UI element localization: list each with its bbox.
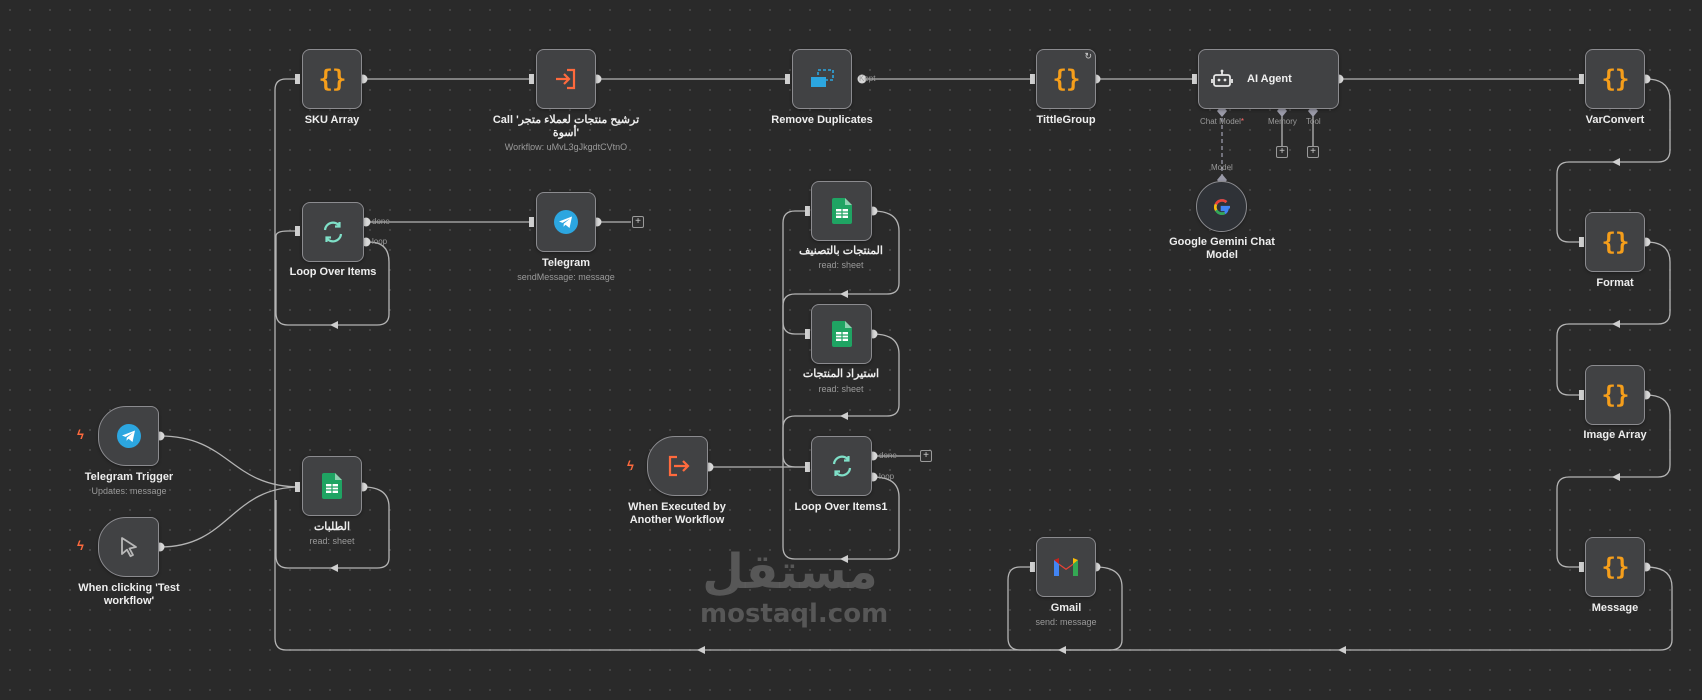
model-port-label: Model (1211, 163, 1233, 172)
execute-workflow-trigger-label: When Executed by Another Workflow (628, 501, 726, 526)
tittle-group-label: TittleGroup (1036, 114, 1096, 126)
loop-port-label: loop (372, 237, 388, 246)
trigger-bolt-icon: ϟ (627, 458, 634, 473)
sheet-products-node[interactable] (811, 304, 872, 364)
tool-port-label: Tool (1306, 117, 1321, 126)
loop-icon (323, 221, 343, 243)
telegram-icon (116, 424, 141, 448)
telegram-icon (554, 210, 578, 234)
done-port-label: done (879, 451, 897, 460)
message-label: Message (1591, 602, 1639, 614)
trigger-bolt-icon: ϟ (77, 427, 84, 442)
refresh-badge-icon: ↻ (1084, 51, 1092, 61)
loop-over-items1-label: Loop Over Items1 (794, 501, 888, 513)
exit-arrow-icon (668, 455, 690, 477)
code-braces-icon: {} (318, 65, 347, 93)
add-memory-button[interactable]: + (1276, 146, 1288, 158)
gemini-chat-model-node[interactable] (1196, 181, 1247, 232)
execute-workflow-trigger-node[interactable] (647, 436, 708, 496)
gmail-subtitle: send: message (1035, 617, 1097, 627)
telegram-node[interactable] (536, 192, 596, 252)
google-sheets-icon (831, 198, 852, 224)
loop1-add-button[interactable]: + (920, 450, 932, 462)
image-array-node[interactable]: {} (1585, 365, 1645, 425)
trigger-bolt-icon: ϟ (77, 538, 84, 553)
robot-icon (1211, 69, 1233, 87)
google-sheets-icon (831, 321, 852, 347)
format-label: Format (1596, 277, 1634, 289)
done-port-label: done (372, 217, 390, 226)
telegram-trigger-subtitle: Updates: message (91, 486, 167, 496)
tittle-group-node[interactable]: {} ↻ (1036, 49, 1096, 109)
requests-sheet-node[interactable] (302, 456, 362, 516)
sku-array-label: SKU Array (304, 114, 360, 126)
telegram-subtitle: sendMessage: message (517, 272, 615, 282)
var-convert-label: VarConvert (1585, 114, 1645, 126)
sheet-by-category-label: المنتجات بالتصنيف (799, 245, 883, 257)
requests-sheet-label: الطلبات (313, 521, 351, 533)
sku-array-node[interactable]: {} (302, 49, 362, 109)
gemini-label: Google Gemini Chat Model (1169, 236, 1275, 261)
loop-port-label: loop (879, 472, 895, 481)
telegram-trigger-label: Telegram Trigger (84, 471, 174, 483)
code-braces-icon: {} (1052, 65, 1081, 93)
chat-model-port-label: Chat Model* (1200, 117, 1245, 126)
cursor-icon (120, 537, 137, 558)
ai-agent-node[interactable]: AI Agent (1198, 49, 1339, 109)
manual-trigger-node[interactable] (98, 517, 159, 577)
watermark-arabic: مستقل (702, 544, 878, 600)
sheet-products-subtitle: read: sheet (818, 384, 864, 394)
remove-duplicates-icon (811, 69, 834, 87)
remove-duplicates-node[interactable] (792, 49, 852, 109)
gmail-icon (1054, 558, 1078, 576)
google-icon (1213, 198, 1230, 215)
mostaql-watermark: مستقل mostaql.com (700, 544, 889, 629)
sheet-by-category-subtitle: read: sheet (818, 260, 864, 270)
add-tool-button[interactable]: + (1307, 146, 1319, 158)
telegram-add-button[interactable]: + (632, 216, 644, 228)
telegram-trigger-node[interactable] (98, 406, 159, 466)
format-node[interactable]: {} (1585, 212, 1645, 272)
telegram-label: Telegram (541, 257, 591, 269)
loop-over-items-label: Loop Over Items (289, 266, 377, 278)
manual-trigger-label: When clicking 'Test workflow' (78, 582, 180, 607)
call-workflow-label: Call 'ترشيح منتجات لعملاء متجر أسوة' (492, 114, 640, 139)
kept-port-label: Kept (859, 74, 876, 83)
image-array-label: Image Array (1583, 429, 1647, 441)
code-braces-icon: {} (1601, 553, 1630, 581)
code-braces-icon: {} (1601, 228, 1630, 256)
sheet-products-label: استيراد المنتجات (802, 368, 880, 380)
memory-port-label: Memory (1268, 117, 1297, 126)
remove-duplicates-label: Remove Duplicates (771, 114, 873, 126)
gmail-node[interactable] (1036, 537, 1096, 597)
requests-sheet-subtitle: read: sheet (309, 536, 355, 546)
ai-agent-title: AI Agent (1247, 73, 1292, 85)
call-workflow-node[interactable] (536, 49, 596, 109)
gmail-label: Gmail (1050, 602, 1082, 614)
call-workflow-subtitle: Workflow: uMvL3gJkgdtCVtnO (504, 142, 628, 152)
message-node[interactable]: {} (1585, 537, 1645, 597)
loop-icon (832, 455, 851, 477)
loop-over-items1-node[interactable] (811, 436, 872, 496)
watermark-latin: mostaql.com (700, 599, 889, 629)
code-braces-icon: {} (1601, 65, 1630, 93)
sheet-by-category-node[interactable] (811, 181, 872, 241)
code-braces-icon: {} (1601, 381, 1630, 409)
loop-over-items-node[interactable] (302, 202, 364, 262)
enter-arrow-icon (556, 68, 576, 90)
google-sheets-icon (322, 473, 342, 499)
var-convert-node[interactable]: {} (1585, 49, 1645, 109)
